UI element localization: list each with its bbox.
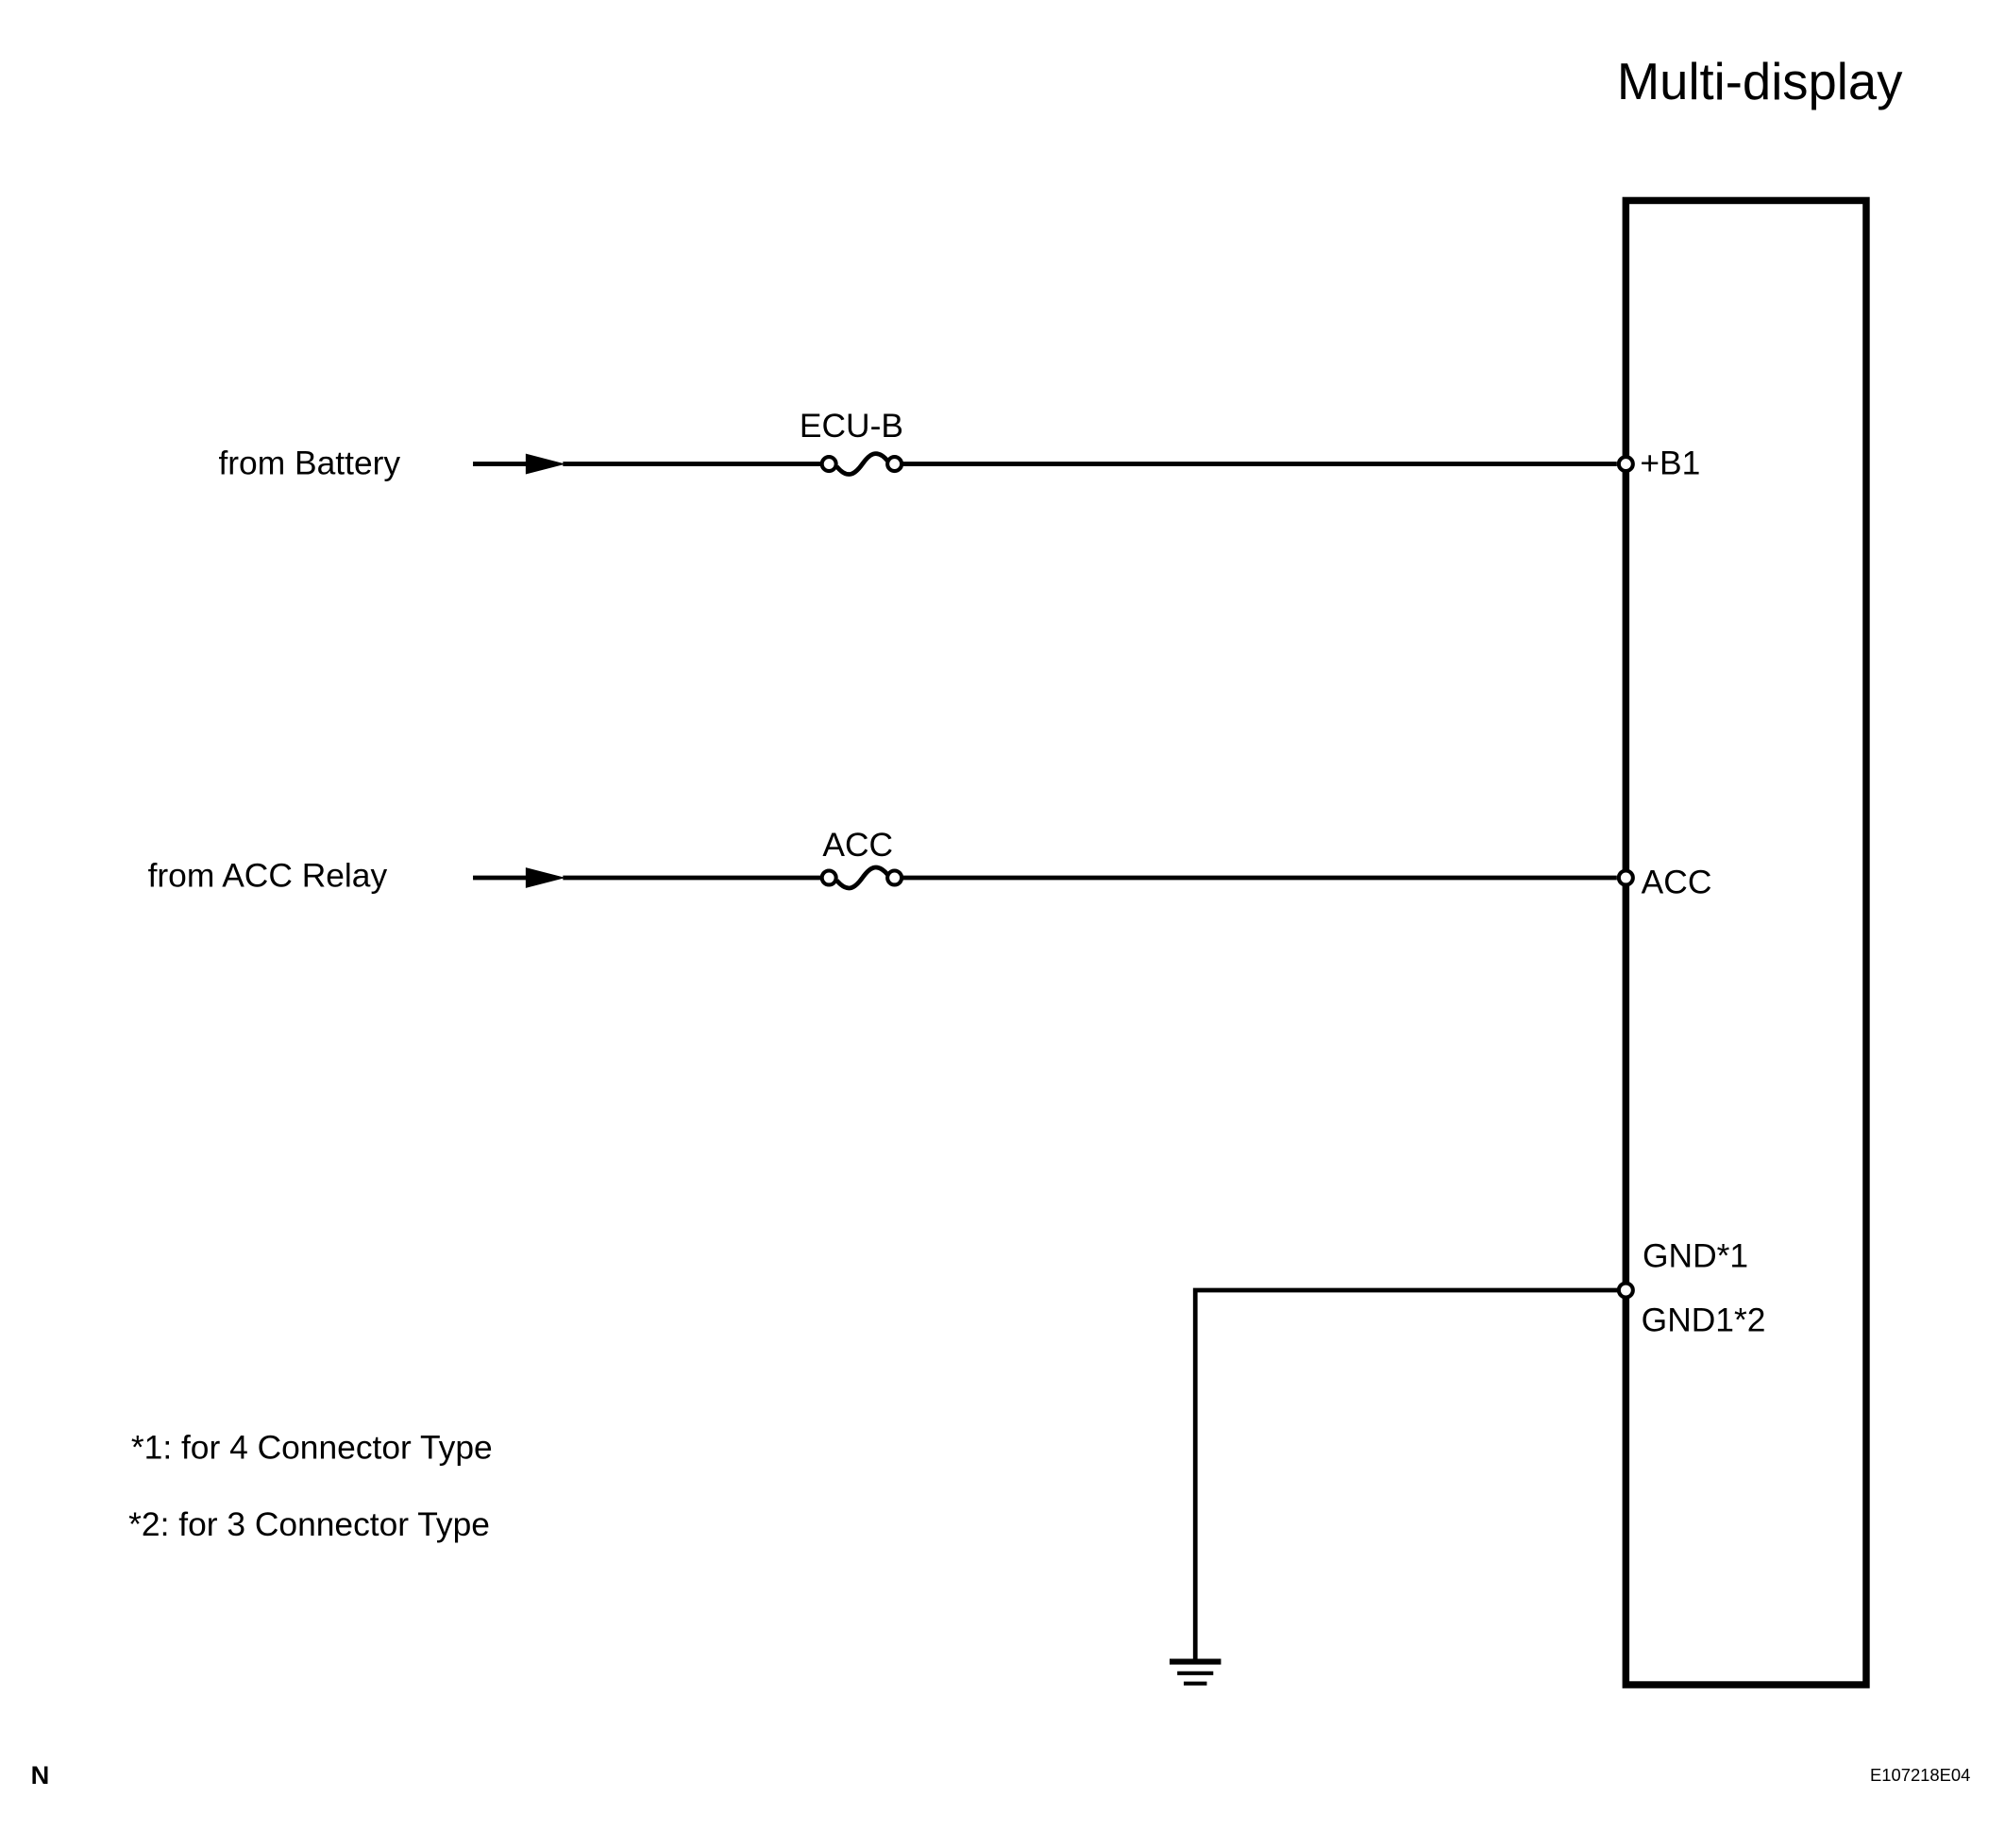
fuse-icon bbox=[819, 451, 904, 477]
corner-mark: N bbox=[31, 1760, 50, 1789]
multi-display-box bbox=[1622, 196, 1870, 1688]
acc-circuit: from ACC Relay ACC ACC bbox=[148, 827, 1712, 900]
battery-source-label: from Battery bbox=[218, 445, 400, 481]
battery-circuit: from Battery ECU-B +B1 bbox=[218, 408, 1700, 481]
fuse-ecu-b-label: ECU-B bbox=[800, 408, 903, 445]
terminal-icon bbox=[1616, 868, 1635, 887]
figure-id: E107218E04 bbox=[1870, 1765, 1970, 1785]
ground-wire bbox=[1192, 1287, 1619, 1661]
arrow-icon bbox=[525, 453, 566, 475]
fuse-acc-label: ACC bbox=[822, 827, 893, 864]
component-title: Multi-display bbox=[1617, 53, 1903, 110]
terminal-acc-label: ACC bbox=[1642, 864, 1712, 900]
arrow-icon bbox=[525, 867, 566, 888]
terminal-icon bbox=[1616, 455, 1635, 474]
terminal-gnd-label: GND*1 bbox=[1643, 1238, 1748, 1275]
ground-circuit: GND*1 GND1*2 bbox=[1170, 1238, 1766, 1686]
fuse-icon bbox=[819, 865, 904, 891]
note-2: *2: for 3 Connector Type bbox=[128, 1506, 490, 1543]
acc-relay-source-label: from ACC Relay bbox=[148, 858, 388, 895]
terminal-icon bbox=[1616, 1281, 1635, 1300]
ground-icon bbox=[1170, 1658, 1222, 1686]
terminal-b1-label: +B1 bbox=[1640, 445, 1700, 481]
note-1: *1: for 4 Connector Type bbox=[131, 1429, 493, 1466]
terminal-gnd1-label: GND1*2 bbox=[1642, 1302, 1766, 1339]
